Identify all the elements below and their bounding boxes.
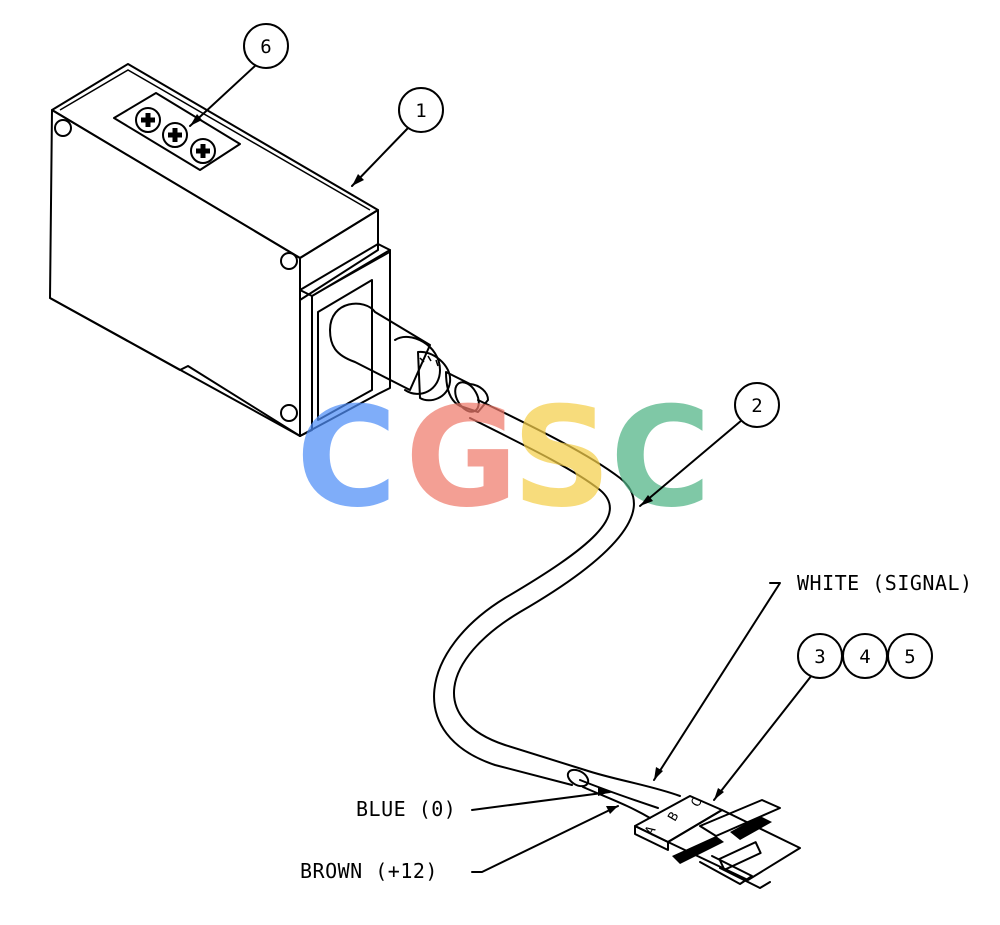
cgsc-watermark: C G S C (296, 377, 711, 538)
adjust-screw (135, 107, 161, 133)
svg-text:4: 4 (859, 646, 870, 668)
callout-5: 5 (887, 633, 933, 679)
cable-wires (579, 769, 681, 819)
svg-text:1: 1 (415, 100, 426, 122)
cable-connector (329, 302, 489, 413)
mounting-hole (280, 404, 298, 422)
pin-label-b: B (665, 810, 682, 824)
svg-text:6: 6 (260, 36, 271, 58)
callout-6: 6 (243, 23, 289, 69)
watermark-letter-c: C (296, 377, 397, 538)
mounting-hole (54, 119, 72, 137)
watermark-letter-c2: C (610, 377, 711, 538)
watermark-letter-g: G (405, 377, 518, 538)
adjustment-screw-plate (113, 92, 241, 171)
callout-4: 4 (842, 633, 888, 679)
adjust-screw (190, 138, 216, 164)
callout-2: 2 (734, 382, 780, 428)
watermark-letter-s: S (512, 377, 611, 538)
brown-wire-label: BROWN (+12) (300, 859, 438, 883)
mounting-hole (280, 252, 298, 270)
sensor-housing (49, 63, 379, 437)
svg-text:2: 2 (751, 395, 762, 417)
white-signal-label: WHITE (SIGNAL) (797, 571, 973, 595)
leader-lines (189, 64, 813, 873)
svg-text:3: 3 (814, 646, 825, 668)
adjust-screw (162, 122, 188, 148)
pin-label-c: C (688, 796, 705, 810)
callout-3: 3 (797, 633, 843, 679)
connector-flange (299, 243, 391, 437)
wire-connector: A B C (634, 795, 801, 889)
svg-text:5: 5 (904, 646, 915, 668)
callout-1: 1 (398, 87, 444, 133)
blue-wire-label: BLUE (0) (356, 797, 456, 821)
